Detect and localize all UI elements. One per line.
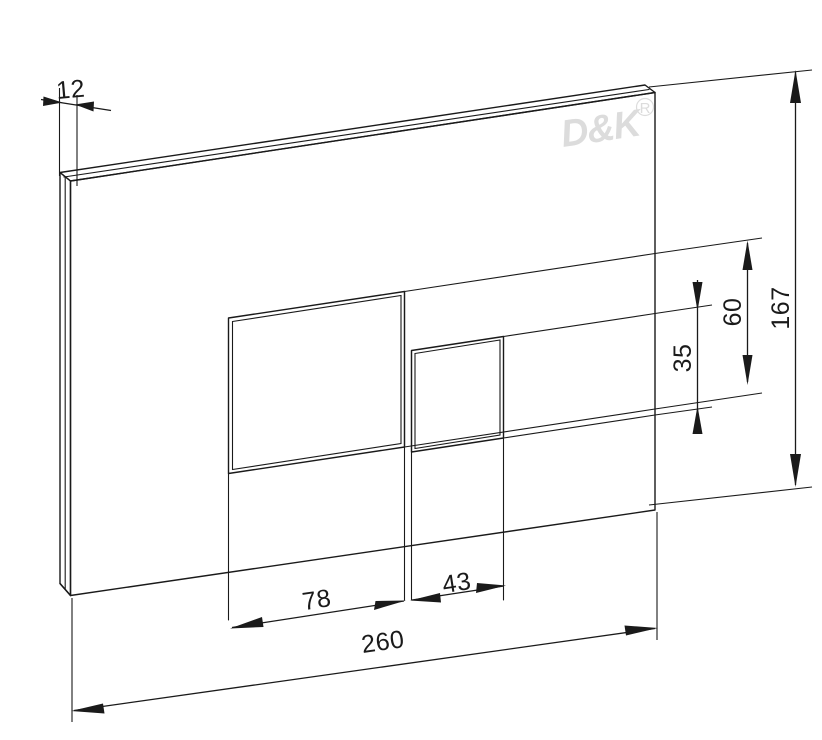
ext-35-top xyxy=(654,304,713,315)
dimension-label-12: 12 xyxy=(55,75,86,105)
parting-line-small-top xyxy=(502,312,656,338)
dimension-height-167: 167 xyxy=(648,69,813,506)
dimension-60: 60 xyxy=(654,237,763,410)
arrow-43-left xyxy=(410,593,441,603)
arrow-260-right xyxy=(624,625,658,636)
dimension-label-35: 35 xyxy=(669,344,697,373)
panel-parting-lines xyxy=(227,252,656,621)
dimension-260: 260 xyxy=(71,512,658,722)
parting-line-small-bottom xyxy=(502,414,656,439)
button-large[interactable] xyxy=(227,290,406,475)
dimension-label-60: 60 xyxy=(719,298,747,327)
parting-line-lower-right xyxy=(403,408,656,448)
panel-body xyxy=(59,84,656,597)
dimension-label-260: 260 xyxy=(360,625,407,659)
registered-trademark-letter: R xyxy=(640,100,651,117)
dimension-label-43: 43 xyxy=(440,567,473,599)
dimension-35: 35 xyxy=(654,280,713,434)
ext-35-bottom xyxy=(654,406,713,416)
ext-167-top xyxy=(648,69,813,88)
button-large-bevel xyxy=(231,294,402,471)
dimension-78: 78 xyxy=(230,584,406,629)
arrow-12-left xyxy=(43,96,63,106)
dimension-label-167: 167 xyxy=(767,286,795,329)
ext-60-top xyxy=(654,237,763,255)
button-small-bevel xyxy=(414,339,501,450)
arrow-43-right xyxy=(476,583,506,593)
button-small-outline xyxy=(410,335,505,453)
brand-logo: D&K R xyxy=(558,97,655,156)
arrow-35-bottom xyxy=(692,406,703,434)
arrow-35-top xyxy=(692,282,703,311)
parting-line-upper-right xyxy=(403,252,656,293)
ext-60-bottom xyxy=(654,392,763,410)
arrow-60-bottom xyxy=(742,355,753,385)
button-small[interactable] xyxy=(410,335,505,453)
dimension-thickness-12: 12 xyxy=(40,75,112,186)
panel-top-edge-highlight xyxy=(63,88,650,178)
logo-text: D&K xyxy=(558,102,646,156)
arrow-60-top xyxy=(742,240,753,270)
dimline-260 xyxy=(73,627,656,712)
arrow-12-right xyxy=(75,101,94,112)
arrow-167-top xyxy=(790,70,801,103)
arrow-78-left xyxy=(230,617,264,629)
arrow-260-left xyxy=(71,703,105,714)
registered-trademark-circle xyxy=(635,97,655,117)
ext-167-bottom xyxy=(648,486,813,506)
button-large-outline xyxy=(227,290,406,475)
dimension-label-78: 78 xyxy=(300,584,333,616)
arrow-78-right xyxy=(374,600,406,610)
arrow-167-bottom xyxy=(790,454,801,487)
dimension-43: 43 xyxy=(410,567,506,603)
